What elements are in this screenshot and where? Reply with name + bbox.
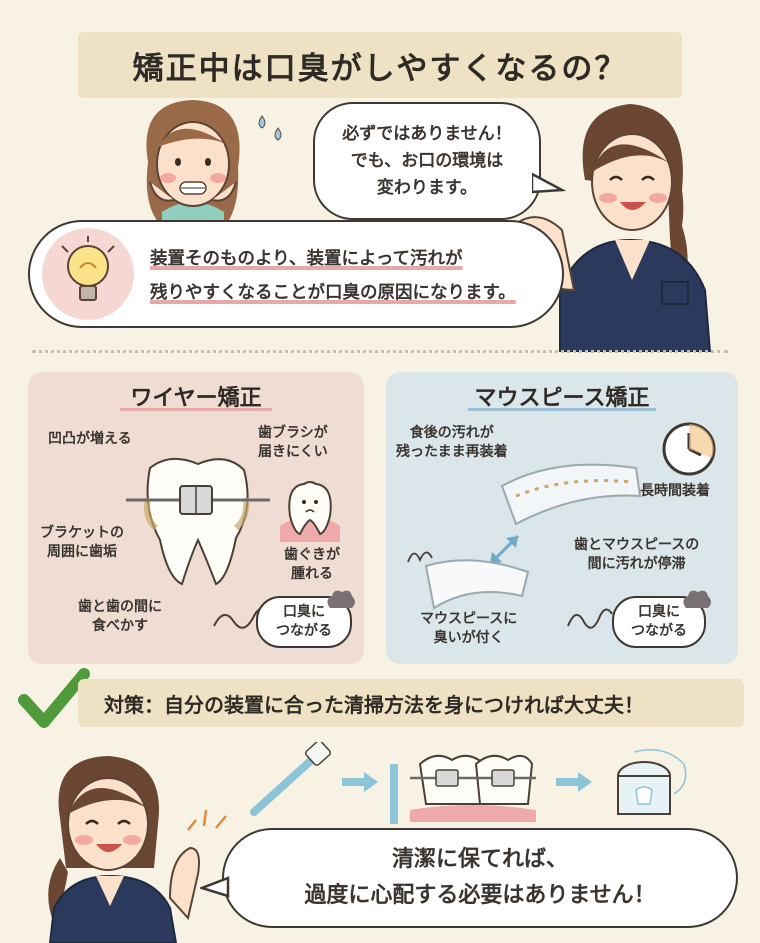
wire-title-underline [120,408,272,411]
speech-top-line3: 変わります。 [376,177,478,198]
wire-tooth-illustration [126,457,270,586]
speech-bottom-line1: 清潔に保てれば、 [391,847,568,872]
check-mark-icon [18,668,90,728]
label-brush-hard: 歯ブラシが 届きにくい [258,425,328,460]
odor-wave-icon [407,551,433,563]
sparkle-lines-icon [187,809,227,831]
section-divider [32,350,728,353]
solution-text: 対策：自分の装置に合った清掃方法を身につければ大丈夫！ [104,692,644,717]
dentist-bottom-illustration [48,756,200,943]
smell-wave-icon-2 [567,608,613,629]
speech-bottom-line2: 過度に心配する必要はありません！ [304,883,656,908]
sweat-drops-icon [258,115,282,141]
mouthpiece-title-underline [468,408,656,411]
light-bulb-icon [61,236,115,301]
speech-bubble-top: 必ずではありません！ でも、お口の環境は 変わります。 [313,102,541,220]
wire-panel-title: ワイヤー矯正 [130,386,262,411]
label-odor: マウスピースに 臭いが付く [420,611,518,646]
aligner-bottom-illustration [424,559,530,610]
label-food-debris: 歯と歯の間に 食べかす [78,599,162,634]
aligner-top-illustration [500,463,642,526]
floss-icon [617,749,687,815]
page-title-banner: 矯正中は口臭がしやすくなるの？ [78,32,682,98]
clock-icon [662,422,716,476]
toothbrush-icon [250,742,331,816]
bubble-tail [532,172,566,194]
speech-top-line1: 必ずではありません！ [342,123,512,144]
smell-cloud-icon-2 [683,590,711,608]
mouthpiece-smell-bubble: 口臭に つながる [612,596,706,648]
arrow-right-icon-2 [556,772,592,792]
swollen-gum-tooth-icon [280,481,340,542]
explanation-bubble: 装置そのものより、装置によって汚れが 残りやすくなることが口臭の原因になります。 [28,220,564,328]
speech-top-line2: でも、お口の環境は [350,150,504,171]
mouthpiece-panel-title: マウスピース矯正 [474,386,650,411]
label-stagnant: 歯とマウスピースの 間に汚れが停滞 [574,537,700,572]
label-bracket-plaque: ブラケットの 周囲に歯垢 [40,525,124,560]
swap-arrow-icon [488,534,520,566]
speech-bubble-bottom: 清潔に保てれば、 過度に心配する必要はありません！ [222,828,738,928]
explanation-line2: 残りやすくなることが口臭の原因になります。 [150,283,516,303]
interdental-brush-icon [390,754,536,824]
label-gum-swelling: 歯ぐきが 腫れる [284,547,340,582]
bubble-tail-bottom [200,876,230,898]
label-long-wear: 長時間装着 [640,483,710,499]
arrow-right-icon [342,772,378,792]
page-title: 矯正中は口臭がしやすくなるの？ [132,50,628,87]
smell-cloud-icon [327,590,355,608]
label-bumps: 凹凸が増える [48,431,132,447]
solution-banner: 対策：自分の装置に合った清掃方法を身につければ大丈夫！ [78,679,744,727]
label-reinsert: 食後の汚れが 残ったまま再装着 [396,425,508,460]
explanation-line1: 装置そのものより、装置によって汚れが [150,249,463,269]
patient-illustration [146,100,240,242]
